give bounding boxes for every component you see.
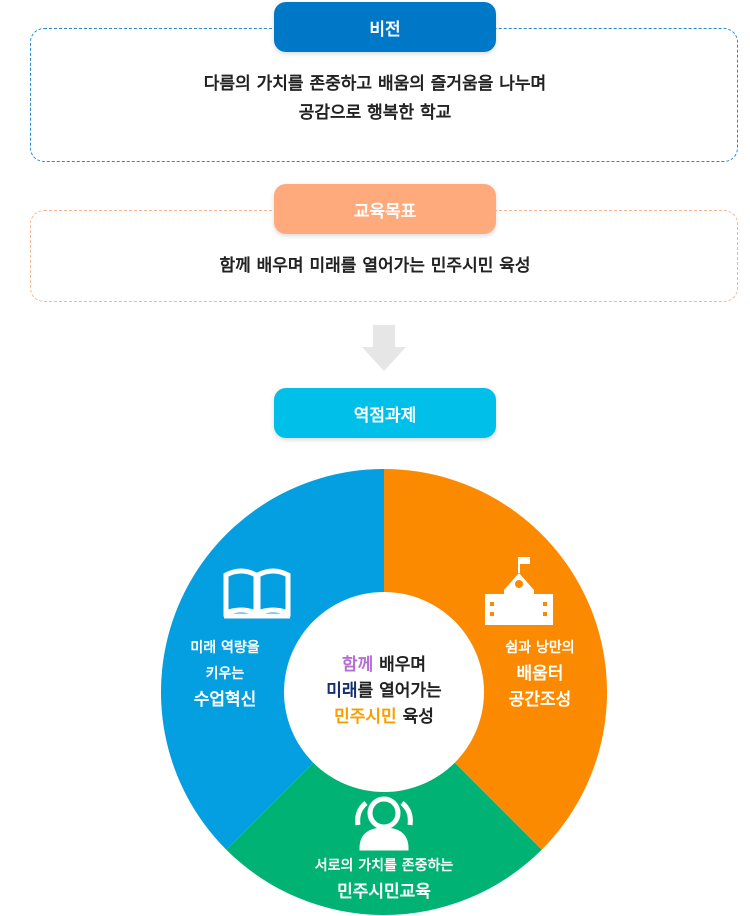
label-line: 수업혁신 [193, 690, 257, 710]
vision-line-1: 다름의 가치를 존중하고 배움의 즐거움을 나누며 [203, 74, 547, 94]
label-line: 미래 역량을 [190, 640, 260, 656]
center-text: 함께 배우며 미래를 열어가는 민주시민 육성 [284, 652, 484, 730]
label-line: 민주시민교육 [337, 882, 431, 902]
school-icon [485, 557, 553, 625]
center-word: 민주시민 [334, 707, 397, 727]
label-line: 서로의 가치를 존중하는 [314, 858, 454, 874]
people-icon [355, 796, 413, 851]
label-line: 공간조성 [508, 690, 572, 710]
center-word: 육성 [396, 707, 434, 727]
segment-classroom-innovation [160, 469, 384, 850]
vision-label: 비전 [274, 2, 496, 52]
center-word: 미래 [326, 681, 358, 701]
center-circle [284, 592, 484, 792]
segment-label-space: 쉼과 낭만의 배움터 공간조성 [485, 635, 595, 713]
vision-line-2: 공감으로 행복한 학교 [298, 103, 452, 123]
core-label: 역점과제 [274, 388, 496, 438]
segment-space-creation [384, 469, 608, 850]
goal-label: 교육목표 [274, 184, 496, 234]
book-icon [223, 568, 291, 619]
segment-label-citizenship: 서로의 가치를 존중하는 민주시민교육 [284, 853, 484, 905]
center-word: 를 열어가는 [357, 681, 442, 701]
center-word: 배우며 [373, 655, 427, 675]
down-arrow-icon [362, 325, 406, 371]
label-line: 쉼과 낭만의 [505, 640, 575, 656]
segment-label-classroom: 미래 역량을 키우는 수업혁신 [170, 635, 280, 713]
center-word: 함께 [341, 655, 374, 675]
segment-citizenship-education [226, 692, 542, 916]
label-line: 키우는 [205, 666, 245, 682]
label-line: 배움터 [516, 664, 564, 684]
goal-text: 함께 배우며 미래를 열어가는 민주시민 육성 [219, 256, 531, 276]
